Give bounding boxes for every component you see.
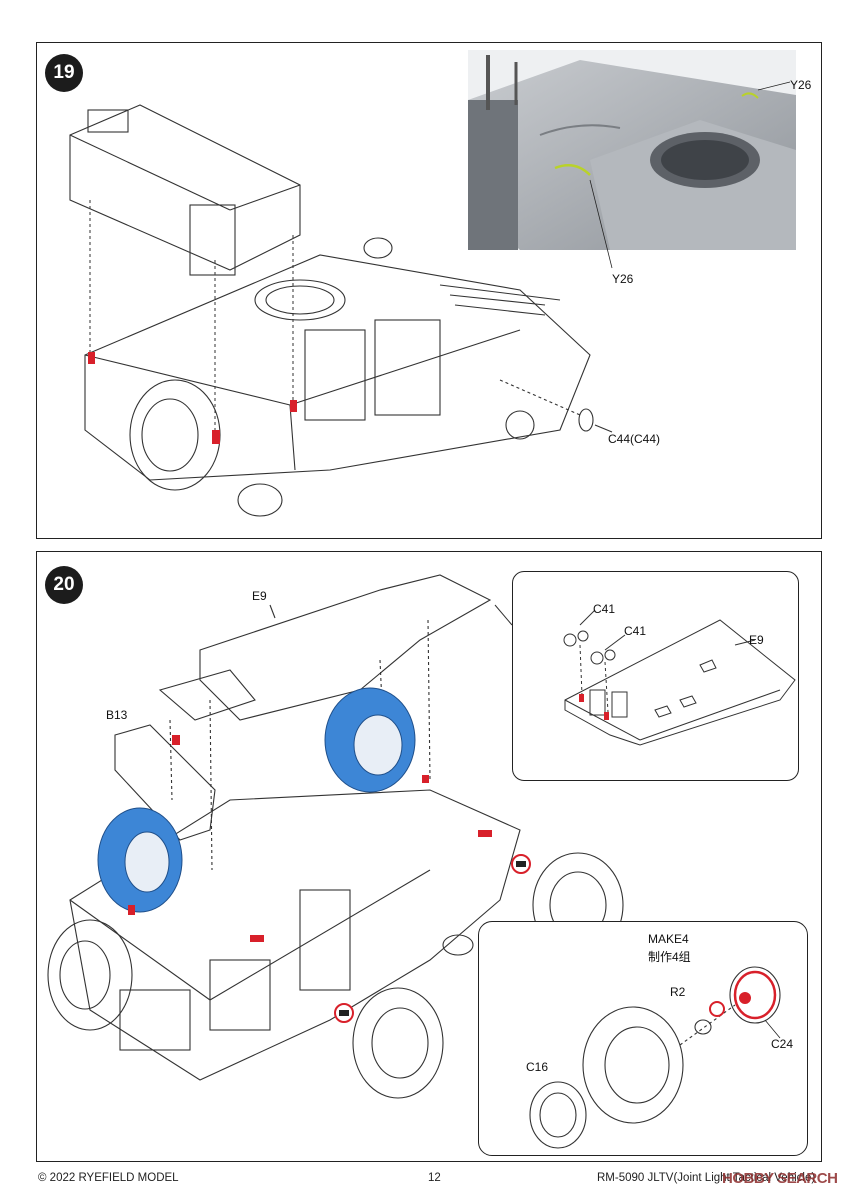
callout-y26-bottom: Y26	[612, 272, 634, 286]
callout-e9-main: E9	[252, 589, 267, 603]
make4-label-en: MAKE4	[648, 932, 689, 946]
footer-product-name: RM-5090 JLTV(Joint Light Tactical Vehicl…	[597, 1172, 816, 1184]
callout-e9-inset: E9	[749, 633, 764, 647]
callout-c41-a: C41	[593, 602, 616, 616]
callout-c16: C16	[526, 1060, 549, 1074]
callout-c41-b: C41	[624, 624, 647, 638]
hobby-search-watermark: HOBBY SEARCH	[722, 1170, 838, 1187]
footer-copyright: © 2022 RYEFIELD MODEL	[38, 1172, 179, 1184]
step-19-panel	[36, 42, 822, 539]
callout-y26-top: Y26	[790, 78, 812, 92]
callout-b13: B13	[106, 708, 128, 722]
footer-page-number: 12	[428, 1172, 441, 1184]
callout-c24: C24	[771, 1037, 794, 1051]
step-19-badge: 19	[45, 54, 83, 92]
step-20-badge: 20	[45, 566, 83, 604]
callout-r2: R2	[670, 985, 686, 999]
inset-e9-panel	[512, 571, 799, 781]
make4-inset-panel	[478, 921, 808, 1156]
callout-c44: C44(C44)	[608, 432, 661, 446]
make4-label-cn: 制作4组	[648, 950, 691, 964]
